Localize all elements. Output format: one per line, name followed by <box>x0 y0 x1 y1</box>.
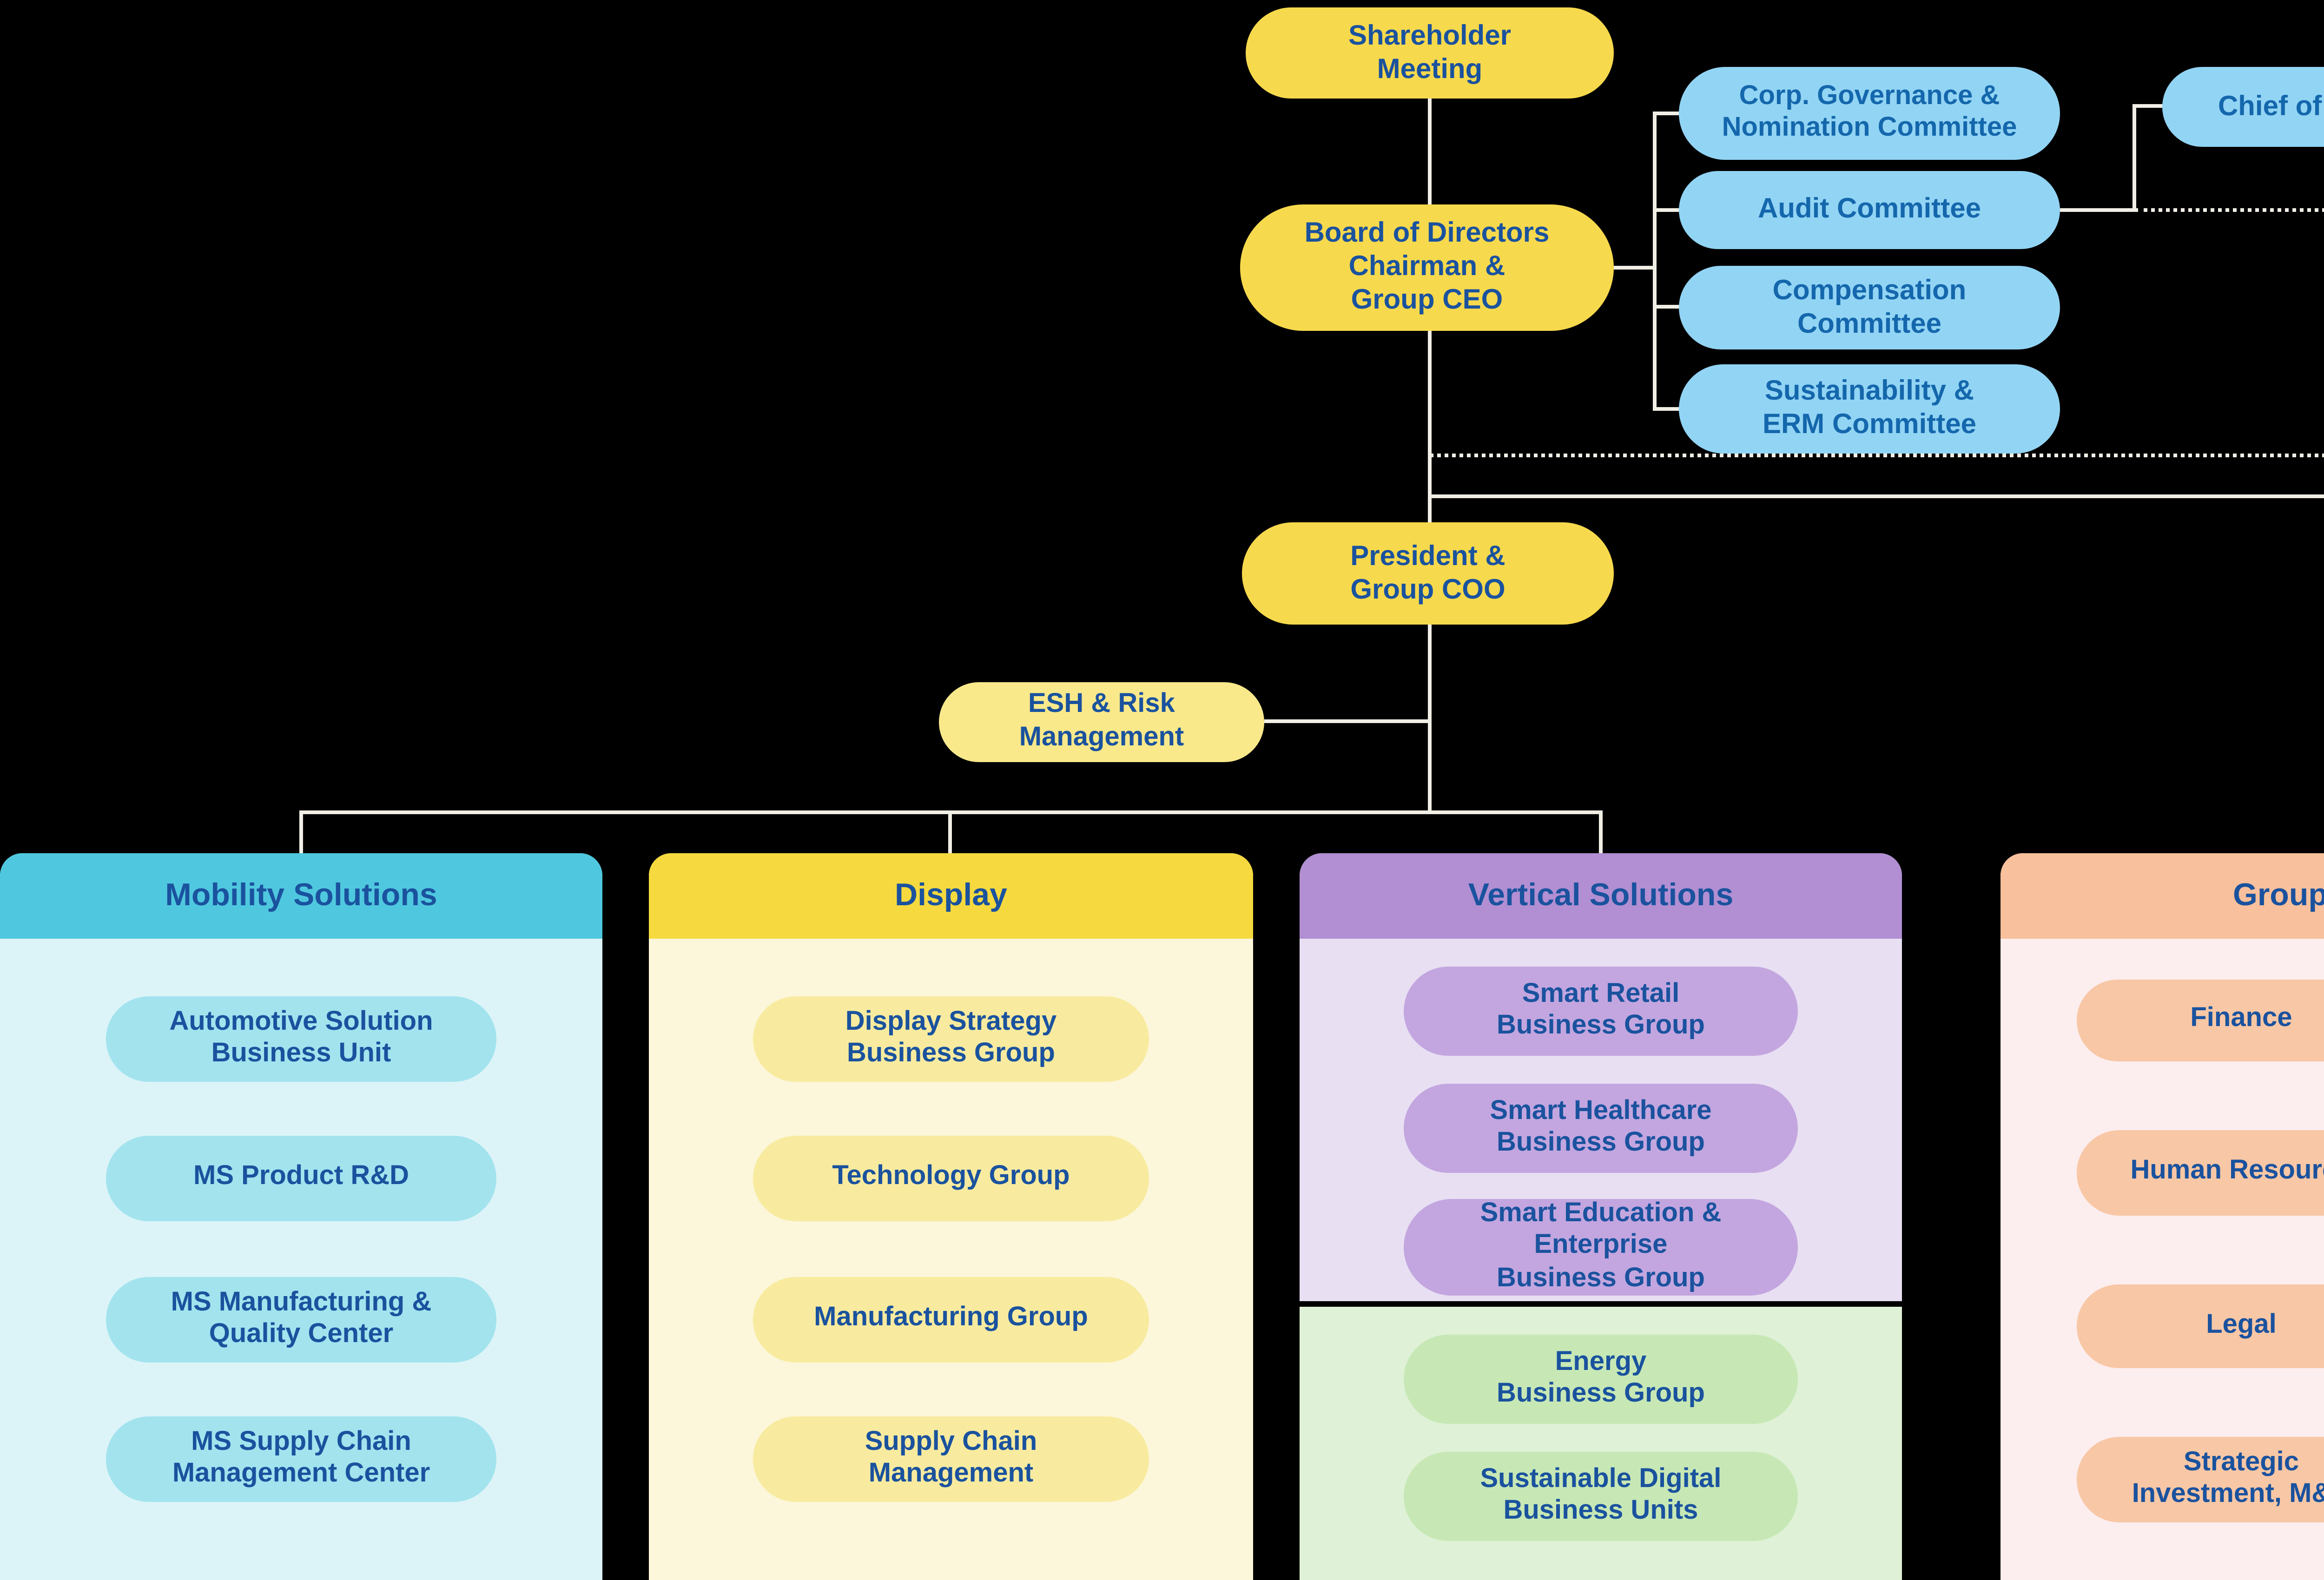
connector-audit-compliance-h <box>2060 208 2136 212</box>
org-unit-smart-education: Smart Education & Enterprise Business Gr… <box>1404 1199 1798 1296</box>
node-esh-risk-management: ESH & Risk Management <box>939 682 1264 762</box>
node-sustainability-erm-committee: Sustainability & ERM Committee <box>1679 364 2060 454</box>
org-unit-legal: Legal <box>2077 1284 2324 1368</box>
division-vertical-header: Vertical Solutions <box>1300 853 1902 939</box>
connector-stub-compensation <box>1653 305 1683 309</box>
connector-compliance-stub <box>2133 104 2166 108</box>
connector-shareholder-board <box>1428 99 1432 204</box>
org-unit-ms-manufacturing: MS Manufacturing & Quality Center <box>106 1277 496 1363</box>
connector-stub-sustainability <box>1653 407 1683 411</box>
connector-drop-mobility <box>299 810 303 853</box>
division-infrastructure-header: Group Infrastructure Unit <box>2000 853 2324 939</box>
org-unit-ms-product-rd: MS Product R&D <box>106 1136 496 1221</box>
dotted-audit-to-edge <box>2134 208 2324 212</box>
org-unit-ms-supply-chain: MS Supply Chain Management Center <box>106 1416 496 1502</box>
org-unit-strategic-investment: Strategic Investment, M&A <box>2077 1437 2324 1522</box>
node-compensation-committee: Compensation Committee <box>1679 266 2060 349</box>
connector-stub-governance <box>1653 112 1683 115</box>
org-unit-supply-chain-management: Supply Chain Management <box>753 1416 1149 1502</box>
connector-drop-vertical <box>1599 810 1603 853</box>
connector-stub-audit <box>1653 208 1683 212</box>
org-unit-energy: Energy Business Group <box>1404 1335 1798 1424</box>
connector-board-committees <box>1614 266 1655 270</box>
division-title: Display <box>895 877 1007 913</box>
org-unit-manufacturing-group: Manufacturing Group <box>753 1277 1149 1363</box>
node-audit-committee: Audit Committee <box>1679 171 2060 249</box>
node-board-of-directors: Board of Directors Chairman & Group CEO <box>1240 204 1614 331</box>
org-unit-sustainable-digital: Sustainable Digital Business Units <box>1404 1452 1798 1541</box>
division-energy-sustainable: Energy Business Group Sustainable Digita… <box>1300 1307 1902 1580</box>
org-unit-display-strategy: Display Strategy Business Group <box>753 996 1149 1082</box>
division-title: Vertical Solutions <box>1468 877 1734 913</box>
division-group-infrastructure: Group Infrastructure Unit Finance Digita… <box>2000 853 2324 1580</box>
connector-president-divisions <box>1428 625 1432 814</box>
connector-drop-display <box>948 810 952 853</box>
org-unit-automotive-solution: Automotive Solution Business Unit <box>106 996 496 1082</box>
division-title: Group Infrastructure Unit <box>2232 877 2324 913</box>
node-president-coo: President & Group COO <box>1242 522 1614 625</box>
division-display-header: Display <box>649 853 1253 939</box>
connector-infrastructure-h <box>1428 494 2324 498</box>
connector-esh <box>1264 719 1430 723</box>
node-shareholder-meeting: Shareholder Meeting <box>1246 7 1614 99</box>
node-chief-of-compliance: Chief of Compliance <box>2162 67 2324 147</box>
division-title: Mobility Solutions <box>165 877 437 913</box>
org-unit-smart-healthcare: Smart Healthcare Business Group <box>1404 1084 1798 1173</box>
org-unit-technology-group: Technology Group <box>753 1136 1149 1221</box>
node-governance-committee: Corp. Governance & Nomination Committee <box>1679 67 2060 160</box>
org-unit-human-resource: Human Resource <box>2077 1130 2324 1216</box>
division-mobility-solutions: Mobility Solutions Automotive Solution B… <box>0 853 602 1580</box>
division-mobility-header: Mobility Solutions <box>0 853 602 939</box>
connector-audit-compliance-v <box>2133 104 2136 212</box>
dotted-compliance-return <box>1430 454 2324 457</box>
connector-committees-bracket <box>1653 112 1657 411</box>
division-display: Display Display Strategy Business Group … <box>649 853 1253 1580</box>
org-unit-smart-retail: Smart Retail Business Group <box>1404 967 1798 1056</box>
connector-board-president <box>1428 331 1432 524</box>
division-vertical-solutions: Vertical Solutions Smart Retail Business… <box>1300 853 1902 1301</box>
org-unit-finance: Finance <box>2077 980 2324 1061</box>
